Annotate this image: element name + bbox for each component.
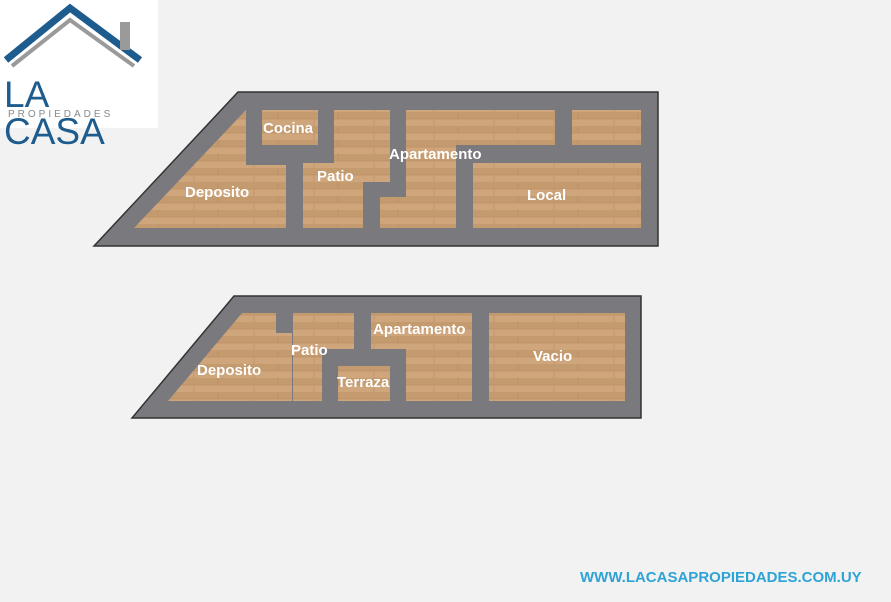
upper-room-cocina: [262, 110, 318, 145]
website-link[interactable]: WWW.LACASAPROPIEDADES.COM.UY: [580, 569, 862, 586]
logo-subtitle: PROPIEDADES: [8, 109, 114, 120]
upper-room-apartamento: [380, 110, 555, 228]
lower-label-apartamento: Apartamento: [373, 321, 466, 338]
lower-floor-plan: Deposito Patio Apartamento Terraza Vacio: [130, 295, 642, 419]
upper-room-patio: [303, 110, 390, 228]
lower-label-deposito: Deposito: [197, 362, 261, 379]
lower-label-patio: Patio: [291, 342, 328, 359]
house-roof-icon: [3, 3, 143, 68]
lower-label-vacio: Vacio: [533, 348, 572, 365]
upper-room-local: [473, 163, 641, 228]
upper-floor-plan: Cocina Patio Apartamento Deposito Local: [92, 91, 659, 247]
upper-label-apartamento: Apartamento: [389, 146, 482, 163]
upper-room-deposito-ext: [246, 165, 286, 228]
lower-label-terraza: Terraza: [337, 374, 390, 391]
lower-room-patio-top: [322, 313, 354, 349]
upper-room-extra: [572, 110, 641, 145]
upper-label-deposito: Deposito: [185, 184, 249, 201]
lower-room-apartamento: [371, 313, 472, 401]
brand-logo: LA CASA PROPIEDADES: [0, 0, 158, 150]
upper-label-patio: Patio: [317, 168, 354, 185]
lower-room-patio: [293, 313, 322, 401]
logo-title: LA CASA: [4, 74, 105, 152]
upper-label-local: Local: [527, 187, 566, 204]
lower-room-terraza: [338, 366, 390, 401]
lower-room-deposito: [168, 313, 292, 401]
upper-room-deposito: [134, 110, 246, 228]
upper-label-cocina: Cocina: [263, 120, 314, 137]
lower-room-vacio: [489, 313, 625, 401]
